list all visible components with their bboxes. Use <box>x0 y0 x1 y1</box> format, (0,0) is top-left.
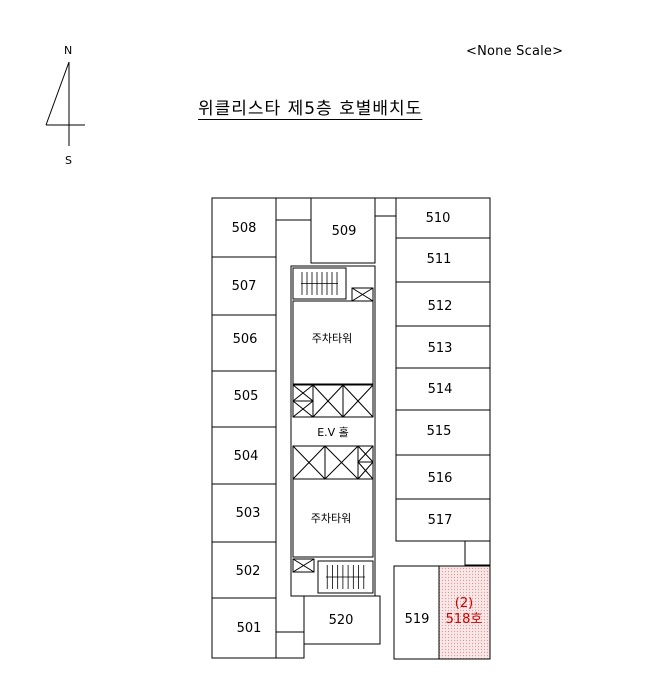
label-513: 513 <box>428 341 453 356</box>
compass-south-label: S <box>65 154 72 167</box>
label-parking-tower-upper: 주차타워 <box>312 332 352 345</box>
label-516: 516 <box>428 471 453 486</box>
stair-upper <box>292 267 347 300</box>
label-506: 506 <box>233 332 258 347</box>
corridor-bottom-left <box>275 631 305 659</box>
corridor-top-right <box>374 197 397 217</box>
room-509 <box>310 197 376 264</box>
stair-treads-lower <box>326 565 365 589</box>
label-parking-tower-lower: 주차타워 <box>311 512 351 525</box>
parking-tower-upper <box>292 300 374 385</box>
scale-note: <None Scale> <box>466 44 564 59</box>
label-518-line1: (2) <box>455 596 473 611</box>
room-520 <box>303 595 381 645</box>
label-514: 514 <box>428 382 453 397</box>
stair-lower <box>317 560 374 594</box>
corridor-step <box>464 540 491 566</box>
label-501: 501 <box>237 621 262 636</box>
label-509: 509 <box>332 224 357 239</box>
shaft-lower <box>292 558 315 573</box>
label-504: 504 <box>234 449 259 464</box>
label-508: 508 <box>232 221 257 236</box>
compass-arrow-icon <box>45 61 85 146</box>
page-title: 위클리스타 제5층 호별배치도 <box>198 99 423 119</box>
label-515: 515 <box>427 424 452 439</box>
label-ev-hall: E.V 홀 <box>317 426 349 439</box>
label-511: 511 <box>427 252 452 267</box>
compass-north-label: N <box>64 44 73 57</box>
label-507: 507 <box>232 279 257 294</box>
label-520: 520 <box>329 613 354 628</box>
label-519: 519 <box>405 612 430 627</box>
room-501 <box>211 597 277 659</box>
label-512: 512 <box>428 299 453 314</box>
stair-treads-upper <box>301 272 338 295</box>
label-505: 505 <box>234 389 259 404</box>
label-503: 503 <box>236 506 261 521</box>
label-502: 502 <box>236 564 261 579</box>
label-518-line2: 518호 <box>446 612 483 627</box>
label-510: 510 <box>426 211 451 226</box>
room-518-highlight <box>438 565 491 660</box>
room-517 <box>395 498 491 542</box>
label-517: 517 <box>428 513 453 528</box>
parking-tower-lower <box>292 478 374 558</box>
corridor-top-left <box>275 197 312 221</box>
